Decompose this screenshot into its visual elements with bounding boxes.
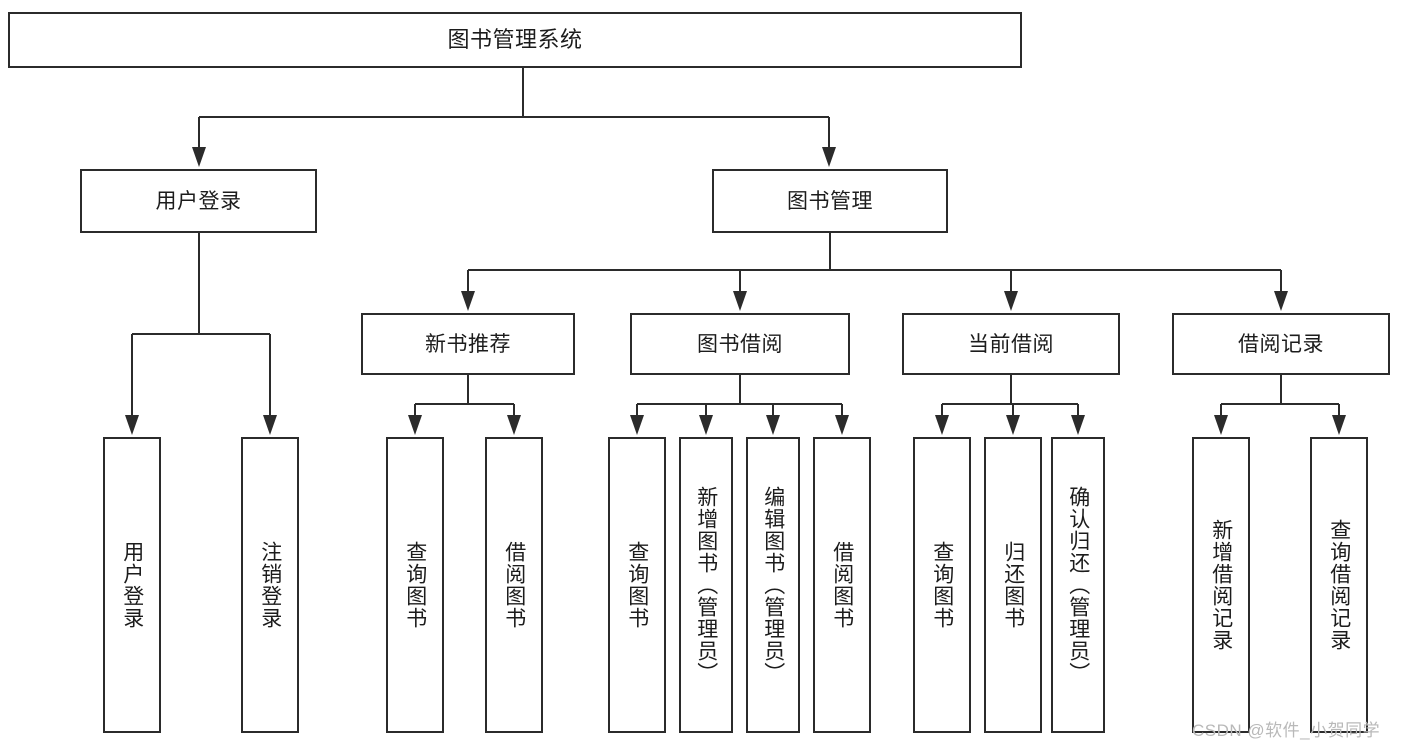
node-level3-2[interactable]: 当前借阅 bbox=[902, 313, 1120, 375]
node-leaf-4-label: 查询图书 bbox=[625, 541, 649, 629]
node-level3-1[interactable]: 图书借阅 bbox=[630, 313, 850, 375]
node-leaf-12-label: 查询借阅记录 bbox=[1327, 519, 1351, 651]
node-leaf-11[interactable]: 新增借阅记录 bbox=[1192, 437, 1250, 733]
node-level3-1-label: 图书借阅 bbox=[697, 332, 783, 356]
node-leaf-9-label: 归还图书 bbox=[1001, 541, 1025, 629]
node-leaf-12[interactable]: 查询借阅记录 bbox=[1310, 437, 1368, 733]
node-leaf-5[interactable]: 新增图书（管理员） bbox=[679, 437, 733, 733]
node-leaf-4[interactable]: 查询图书 bbox=[608, 437, 666, 733]
node-leaf-10[interactable]: 确认归还（管理员） bbox=[1051, 437, 1105, 733]
node-level2-1-label: 图书管理 bbox=[787, 189, 873, 213]
node-level3-2-label: 当前借阅 bbox=[968, 332, 1054, 356]
node-leaf-0[interactable]: 用户登录 bbox=[103, 437, 161, 733]
node-level3-3-label: 借阅记录 bbox=[1238, 332, 1324, 356]
node-leaf-11-label: 新增借阅记录 bbox=[1209, 519, 1233, 651]
node-leaf-7[interactable]: 借阅图书 bbox=[813, 437, 871, 733]
node-level2-0-label: 用户登录 bbox=[155, 189, 242, 213]
node-leaf-3-label: 借阅图书 bbox=[502, 541, 526, 629]
node-level3-3[interactable]: 借阅记录 bbox=[1172, 313, 1390, 375]
node-leaf-2-label: 查询图书 bbox=[403, 541, 427, 629]
node-leaf-9[interactable]: 归还图书 bbox=[984, 437, 1042, 733]
node-leaf-1[interactable]: 注销登录 bbox=[241, 437, 299, 733]
node-leaf-7-label: 借阅图书 bbox=[830, 541, 854, 629]
node-leaf-6-label: 编辑图书（管理员） bbox=[761, 486, 785, 684]
node-level3-0[interactable]: 新书推荐 bbox=[361, 313, 575, 375]
node-leaf-8[interactable]: 查询图书 bbox=[913, 437, 971, 733]
node-leaf-10-label: 确认归还（管理员） bbox=[1066, 486, 1090, 684]
node-leaf-8-label: 查询图书 bbox=[930, 541, 954, 629]
node-leaf-3[interactable]: 借阅图书 bbox=[485, 437, 543, 733]
node-leaf-0-label: 用户登录 bbox=[120, 541, 144, 629]
node-root-图书管理系统[interactable]: 图书管理系统 bbox=[8, 12, 1022, 68]
node-root-图书管理系统-label: 图书管理系统 bbox=[447, 27, 583, 52]
node-level2-1[interactable]: 图书管理 bbox=[712, 169, 948, 233]
node-leaf-5-label: 新增图书（管理员） bbox=[694, 486, 718, 684]
node-leaf-1-label: 注销登录 bbox=[258, 541, 282, 629]
node-level2-0[interactable]: 用户登录 bbox=[80, 169, 317, 233]
node-leaf-2[interactable]: 查询图书 bbox=[386, 437, 444, 733]
node-leaf-6[interactable]: 编辑图书（管理员） bbox=[746, 437, 800, 733]
node-level3-0-label: 新书推荐 bbox=[425, 332, 511, 356]
